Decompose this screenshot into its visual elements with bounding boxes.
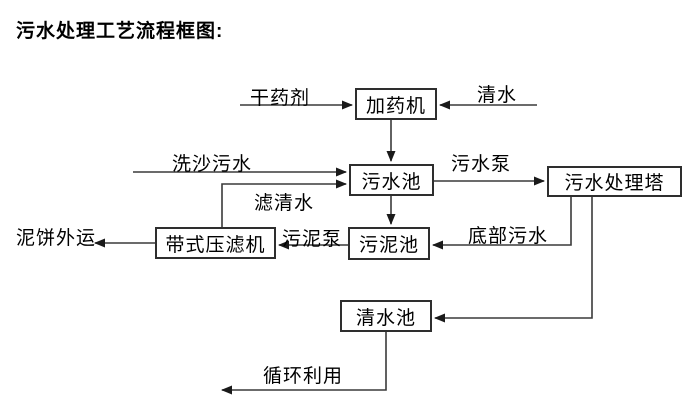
node-sewage-pool: 污水池 (349, 164, 434, 196)
node-belt-filter-press: 带式压滤机 (155, 227, 276, 259)
flow-label-sewage-pump: 污水泵 (451, 154, 512, 175)
flow-label-dry-agent: 干药剂 (250, 88, 311, 109)
flow-label-sand-washing-sewage: 洗沙污水 (172, 154, 253, 175)
connector-tower-to-clean-water-pool (434, 197, 593, 323)
connector-clean-water-pool-to-recycle (221, 332, 387, 395)
node-treatment-tower: 污水处理塔 (547, 166, 682, 197)
flow-label-mud-cake-out: 泥饼外运 (16, 228, 97, 249)
flow-label-recycle-use: 循环利用 (263, 366, 344, 387)
connector-belt-press-filtered-water-to-sewage-pool (221, 179, 347, 227)
flow-label-filtered-water: 滤清水 (254, 193, 315, 214)
flow-label-bottom-sewage: 底部污水 (468, 226, 549, 247)
node-sludge-pool: 污泥池 (348, 227, 430, 260)
connector-tower-bottom-sewage-to-sludge-pool (432, 197, 572, 250)
node-clean-water-pool: 清水池 (340, 300, 432, 332)
flow-label-sludge-pump: 污泥泵 (282, 229, 343, 250)
node-dosing-machine: 加药机 (355, 88, 437, 120)
page-title: 污水处理工艺流程框图: (16, 21, 224, 42)
flow-label-clean-water: 清水 (477, 85, 518, 106)
